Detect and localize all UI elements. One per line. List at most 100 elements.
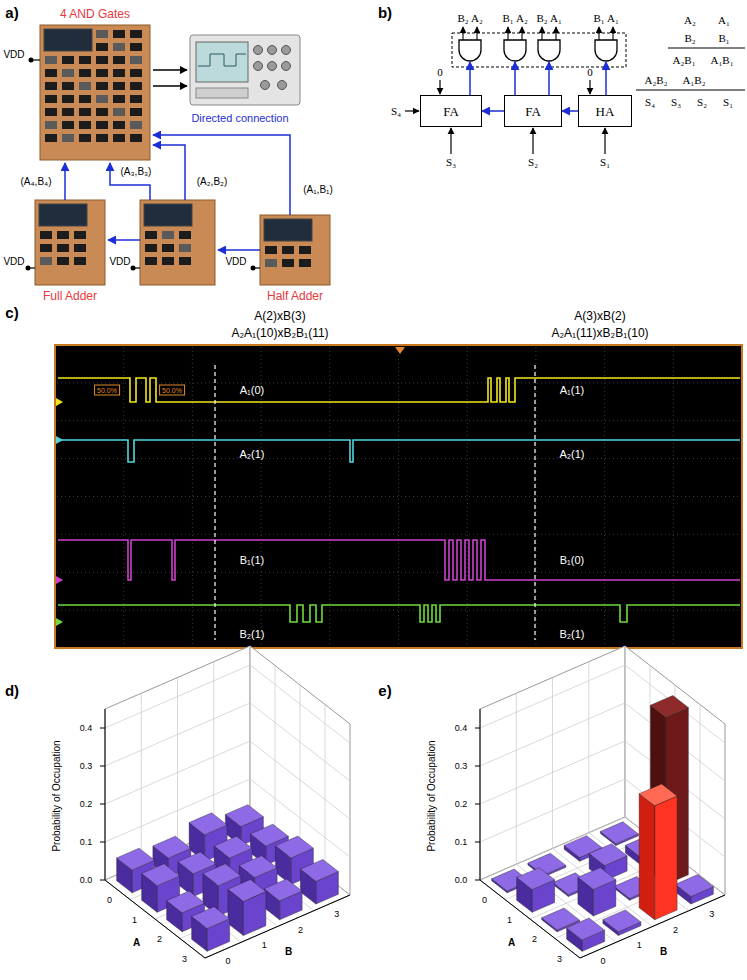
supply-label: VDD <box>3 50 24 60</box>
grid-line <box>250 741 350 819</box>
case-heading: A(2)xB(3) <box>254 310 305 322</box>
chip <box>162 231 174 239</box>
grid-line <box>588 662 589 833</box>
tick-label: 1 <box>262 941 267 950</box>
grid-line <box>625 646 626 817</box>
tick-label: 1 <box>507 915 512 924</box>
adder-box: FA <box>420 95 482 127</box>
gate-group-box <box>452 33 626 67</box>
chip <box>57 257 69 265</box>
chip <box>113 69 125 77</box>
table-term: B₂ <box>684 33 695 44</box>
chip <box>162 244 174 252</box>
scope-wave <box>198 54 246 66</box>
scope-grid <box>192 347 193 646</box>
channel-marker <box>56 398 63 406</box>
gate-input: B₁ <box>593 13 604 24</box>
grid-line <box>480 741 625 804</box>
carry-in: 0 <box>587 67 593 78</box>
chip <box>96 43 108 51</box>
z-axis <box>480 709 481 880</box>
carry-arrow <box>562 110 578 112</box>
directed-connection <box>218 249 260 251</box>
tick-label: 3 <box>182 954 187 963</box>
sum-output: S₃ <box>446 157 456 168</box>
chip <box>57 244 69 252</box>
signal-trace <box>58 540 740 580</box>
scope-knob <box>261 81 270 90</box>
time-cursor <box>534 365 535 640</box>
board-name: 4 AND Gates <box>60 8 130 20</box>
grid-line <box>325 705 326 876</box>
sum-arrow <box>604 128 605 154</box>
signal-trace <box>58 378 740 402</box>
table-term: A₁B₁ <box>711 55 734 66</box>
scope-grid <box>57 382 740 383</box>
gate-input-arrow <box>476 27 477 40</box>
bar-top <box>567 918 605 940</box>
chip <box>96 56 108 64</box>
gate-input: A₁ <box>550 13 562 24</box>
grid-line <box>480 703 625 766</box>
gate-input: B₂ <box>457 13 468 24</box>
chip <box>79 108 91 116</box>
axis-tick <box>100 880 105 881</box>
circuit-board-photo <box>260 215 330 285</box>
trace-label: A₂(1) <box>239 449 264 460</box>
bar-top <box>192 907 230 929</box>
chip <box>79 134 91 142</box>
chip <box>45 56 57 64</box>
tick-label: 0.0 <box>80 876 93 885</box>
tick-label: 2 <box>157 935 162 944</box>
chip <box>74 231 86 239</box>
scope-knob <box>268 62 277 71</box>
chip <box>79 82 91 90</box>
sum-output: S₂ <box>528 157 538 168</box>
chip <box>74 244 86 252</box>
signal-pair: (A₃,B₃) <box>121 167 152 177</box>
directed-connection <box>64 163 66 200</box>
axis-title: Probability of Occupation <box>52 741 62 852</box>
gate-input: A₂ <box>471 13 483 24</box>
probability-bar <box>228 879 266 935</box>
sum-arrow <box>532 128 533 154</box>
board-base <box>260 215 330 285</box>
grid-line <box>250 779 350 857</box>
axis-title: A <box>508 938 515 948</box>
carry-arrow <box>482 110 504 112</box>
gate-input-arrow <box>521 27 522 40</box>
chip <box>62 56 74 64</box>
supply-label: VDD <box>109 257 130 267</box>
probe-arrow <box>153 85 187 86</box>
channel-marker <box>56 436 63 444</box>
chip <box>96 108 108 116</box>
chip <box>299 259 311 267</box>
grid-line <box>250 646 251 817</box>
probability-bar <box>192 907 230 952</box>
bar-top <box>589 844 627 866</box>
chip <box>130 69 142 77</box>
probe-arrow <box>153 69 187 70</box>
gate-input-arrow <box>541 27 542 40</box>
probability-bar <box>675 875 713 904</box>
axis-tick <box>475 766 480 767</box>
microcontroller-board <box>264 219 312 241</box>
table-term: S₂ <box>697 97 707 108</box>
chip <box>130 43 142 51</box>
bar-top <box>639 784 677 806</box>
carry-in-arrow <box>439 80 440 94</box>
scope-grid <box>57 420 740 421</box>
bar-face <box>639 794 655 920</box>
oscilloscope-picture <box>190 35 300 105</box>
table-term: S₃ <box>671 97 681 108</box>
board-name: Half Adder <box>267 290 323 302</box>
gate-input-arrow <box>555 27 556 40</box>
scope-grid <box>57 458 740 459</box>
adder-box: HA <box>578 95 632 127</box>
chip <box>62 134 74 142</box>
grid-line <box>105 703 250 766</box>
trace-label: B₂(1) <box>239 629 264 640</box>
axis-tick <box>475 728 480 729</box>
